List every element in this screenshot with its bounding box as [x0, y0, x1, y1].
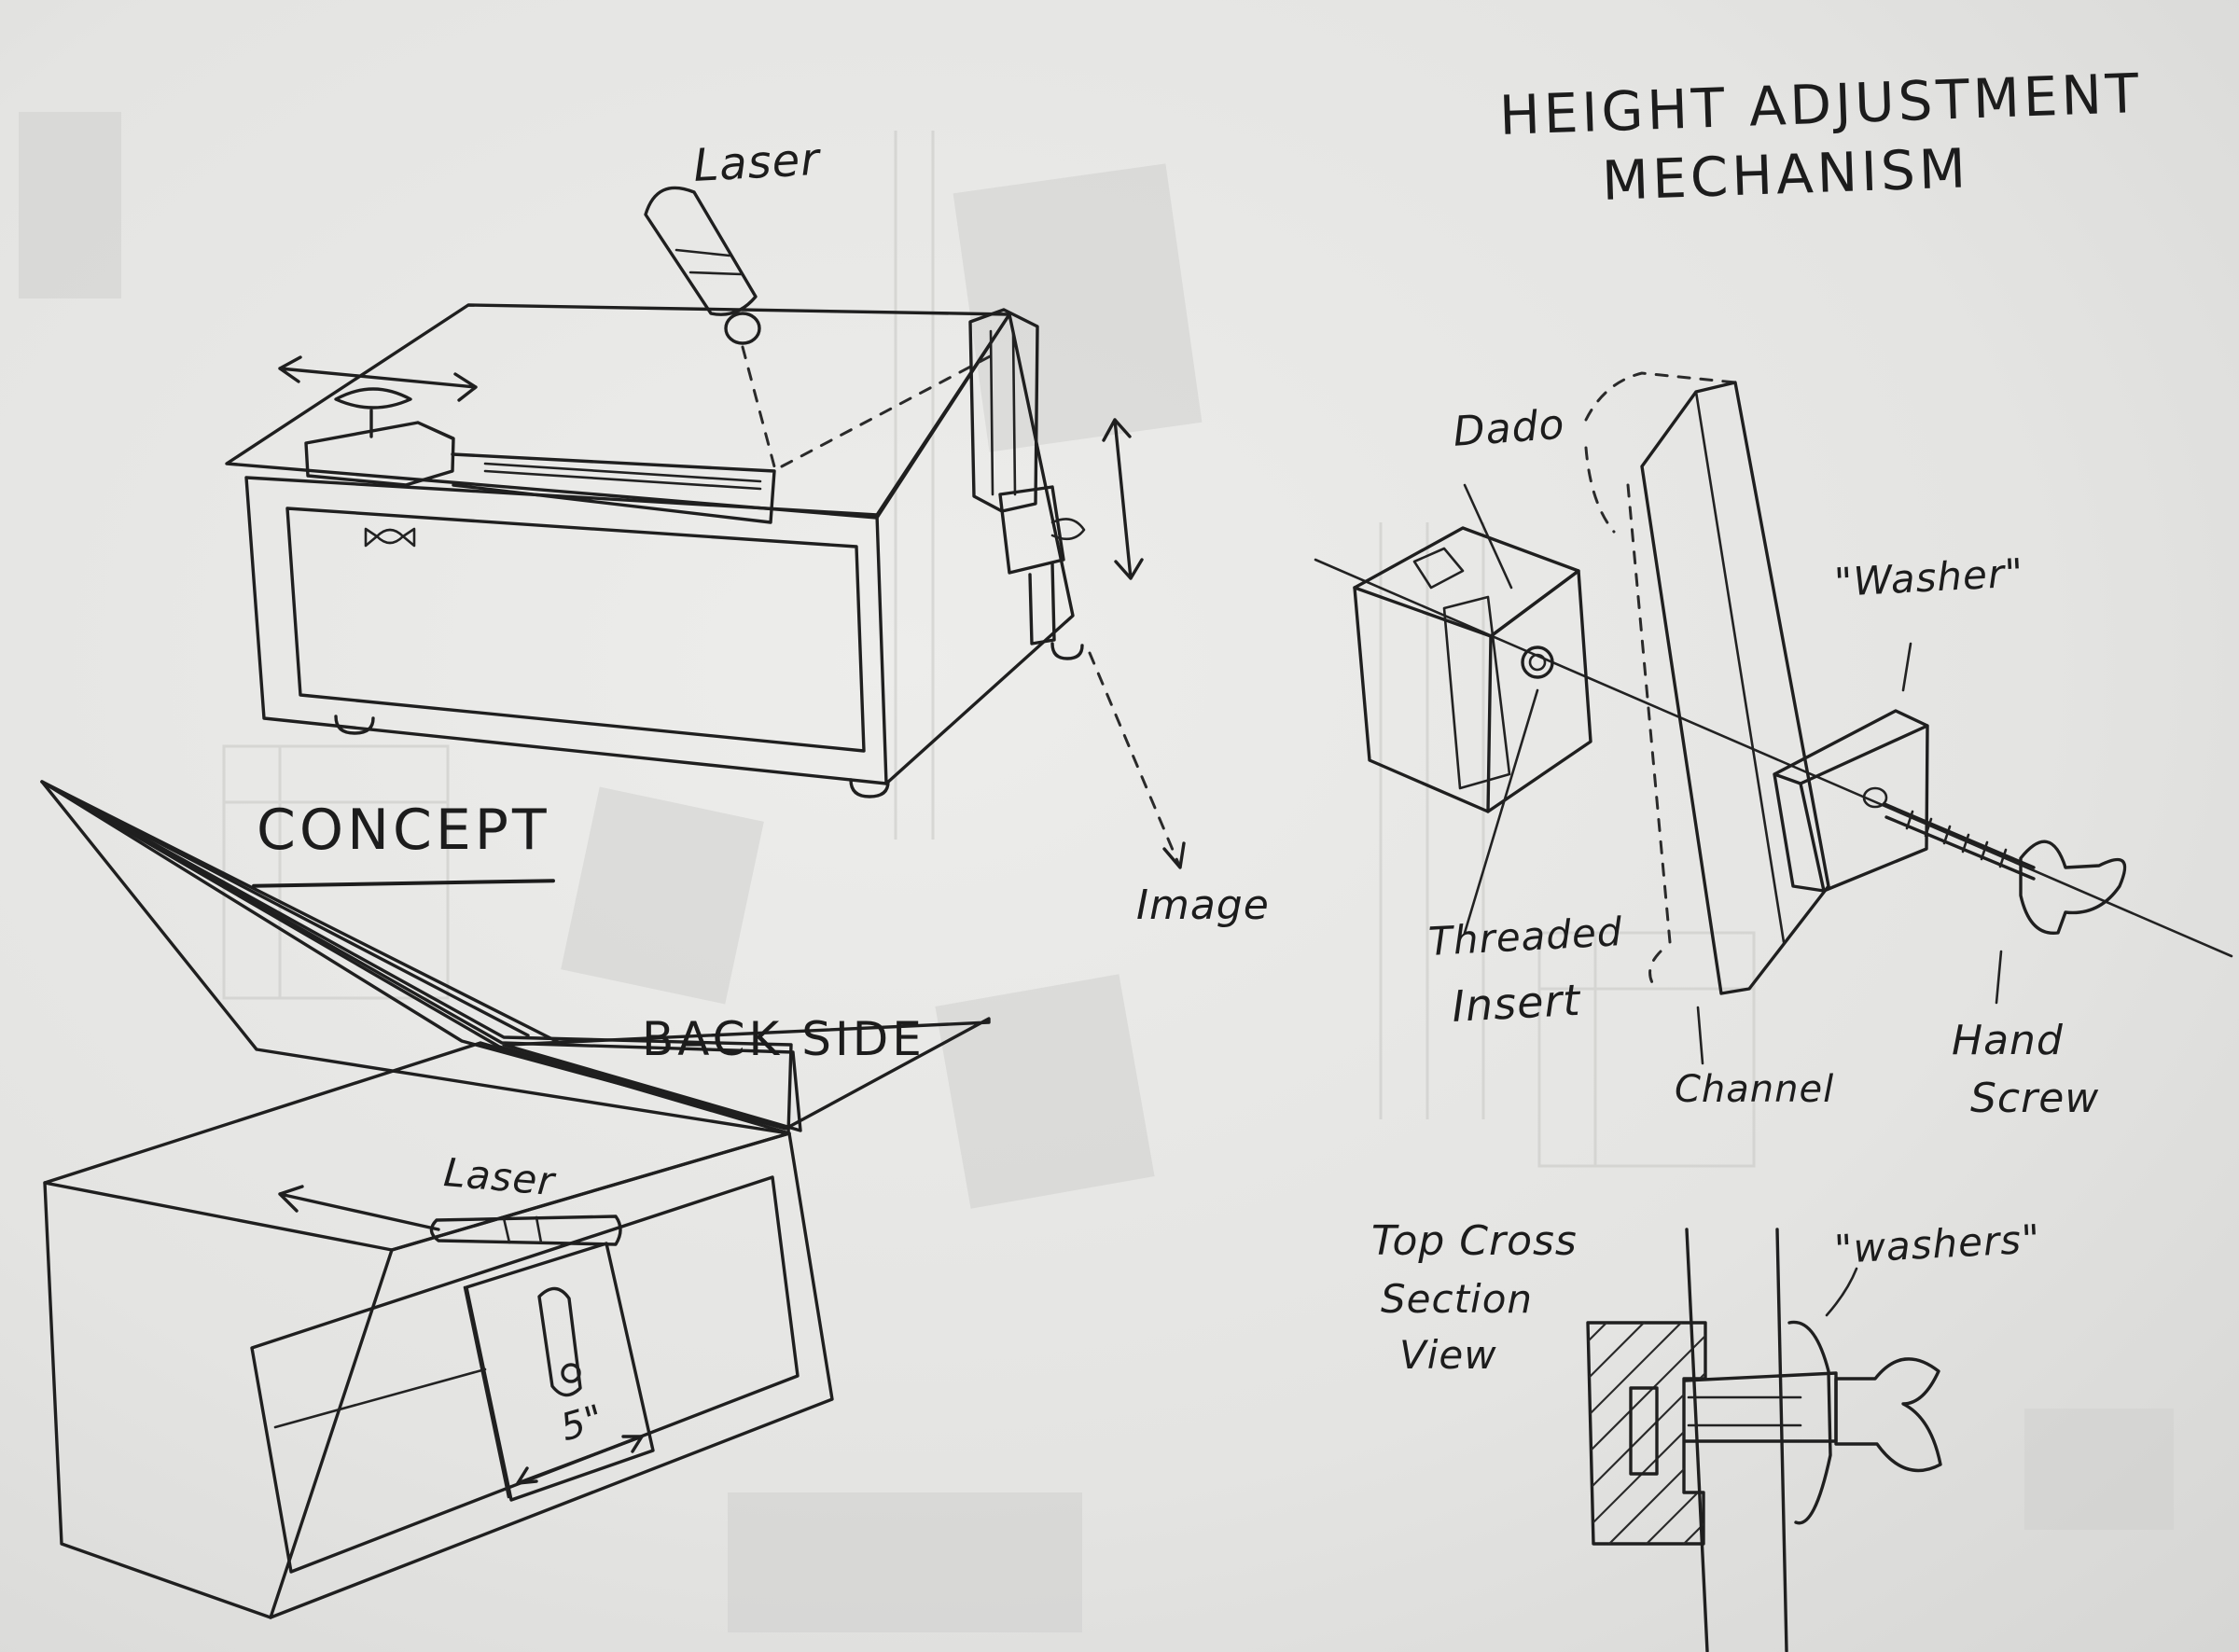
- concept-image-projection: [1088, 651, 1182, 869]
- concept-foot: [1050, 642, 1084, 660]
- section-insert: [1629, 1386, 1659, 1476]
- back-laser-arrow: [278, 1185, 440, 1231]
- section-screw: [1683, 1371, 1838, 1443]
- mechanism-axis: [1314, 558, 2233, 958]
- top-cross-section-sketch: [1586, 1228, 1942, 1652]
- concept-foot: [849, 778, 890, 798]
- top-cross-section-title-line3: View: [1399, 1332, 1497, 1378]
- dado-label: Dado: [1452, 400, 1566, 456]
- mechanism-hand-screw: [1883, 802, 2036, 881]
- concept-foot: [334, 715, 375, 735]
- height-adjustment-sketch: [1314, 371, 2233, 1065]
- hand-screw-leader: [1995, 950, 2003, 1005]
- section-wing-nut-icon: [1834, 1357, 1942, 1473]
- channel-leader: [1696, 1006, 1704, 1065]
- concept-box-top: [225, 303, 1011, 520]
- concept-fork-arm: [451, 452, 776, 524]
- section-washer: [1787, 1320, 1832, 1525]
- dado-leader: [1463, 483, 1513, 590]
- washer-leader: [1901, 642, 1912, 692]
- concept-height-clamp: [998, 485, 1065, 575]
- concept-vertical-arrow: [1102, 418, 1144, 580]
- concept-laser: [644, 186, 758, 316]
- concept-reflected-beam: [780, 353, 995, 468]
- mechanism-block: [1353, 526, 1580, 638]
- top-cross-section-title-line2: Section: [1381, 1276, 1534, 1322]
- washers-leader: [1825, 1267, 1858, 1317]
- concept-box-side: [875, 312, 1075, 785]
- hand-screw-label-line1: Hand: [1952, 1017, 2064, 1064]
- image-label: Image: [1136, 882, 1270, 929]
- back-box-top-surface: [40, 780, 786, 1129]
- concept-horizontal-arrow: [278, 355, 478, 402]
- threaded-insert-label-line2: Insert: [1451, 974, 1582, 1032]
- back-side-box: [43, 1041, 834, 1619]
- concept-vertical-fork: [968, 308, 1039, 513]
- mechanism-dado: [1412, 547, 1465, 590]
- concept-box-front: [244, 476, 888, 785]
- concept-thumb-screw: [334, 387, 412, 438]
- top-cross-section-title-line1: Top Cross: [1371, 1217, 1578, 1265]
- hand-screw-label-line2: Screw: [1970, 1075, 2100, 1122]
- concept-laser-beam: [741, 345, 776, 468]
- mechanism-channel: [1640, 381, 1830, 995]
- channel-label: Channel: [1675, 1068, 1835, 1111]
- laser-label-back: Laser: [441, 1149, 557, 1205]
- section-hatching: [1588, 1323, 1705, 1544]
- laser-label-concept: Laser: [692, 132, 822, 192]
- back-box-top-outline: [40, 780, 991, 1131]
- mechanism-washer: [1773, 709, 1929, 893]
- concept-box-front-inner: [285, 507, 866, 753]
- mechanism-channel-hidden: [1584, 371, 1737, 534]
- concept-sketch: [225, 186, 1186, 869]
- bleed-through-marks: [19, 112, 2174, 1632]
- section-block: [1586, 1321, 1707, 1546]
- back-box-outline: [40, 780, 793, 1135]
- concept-wing-nut-icon: [364, 527, 416, 548]
- back-side-title: BACK SIDE: [642, 1012, 925, 1066]
- back-side-sketch: [40, 780, 991, 1135]
- threaded-insert-leader: [1463, 688, 1539, 935]
- concept-slide-block: [304, 421, 455, 487]
- concept-title: CONCEPT: [257, 798, 550, 863]
- height-adjustment-title-line2: MECHANISM: [1601, 136, 1970, 213]
- back-dimension-line: [516, 1435, 644, 1485]
